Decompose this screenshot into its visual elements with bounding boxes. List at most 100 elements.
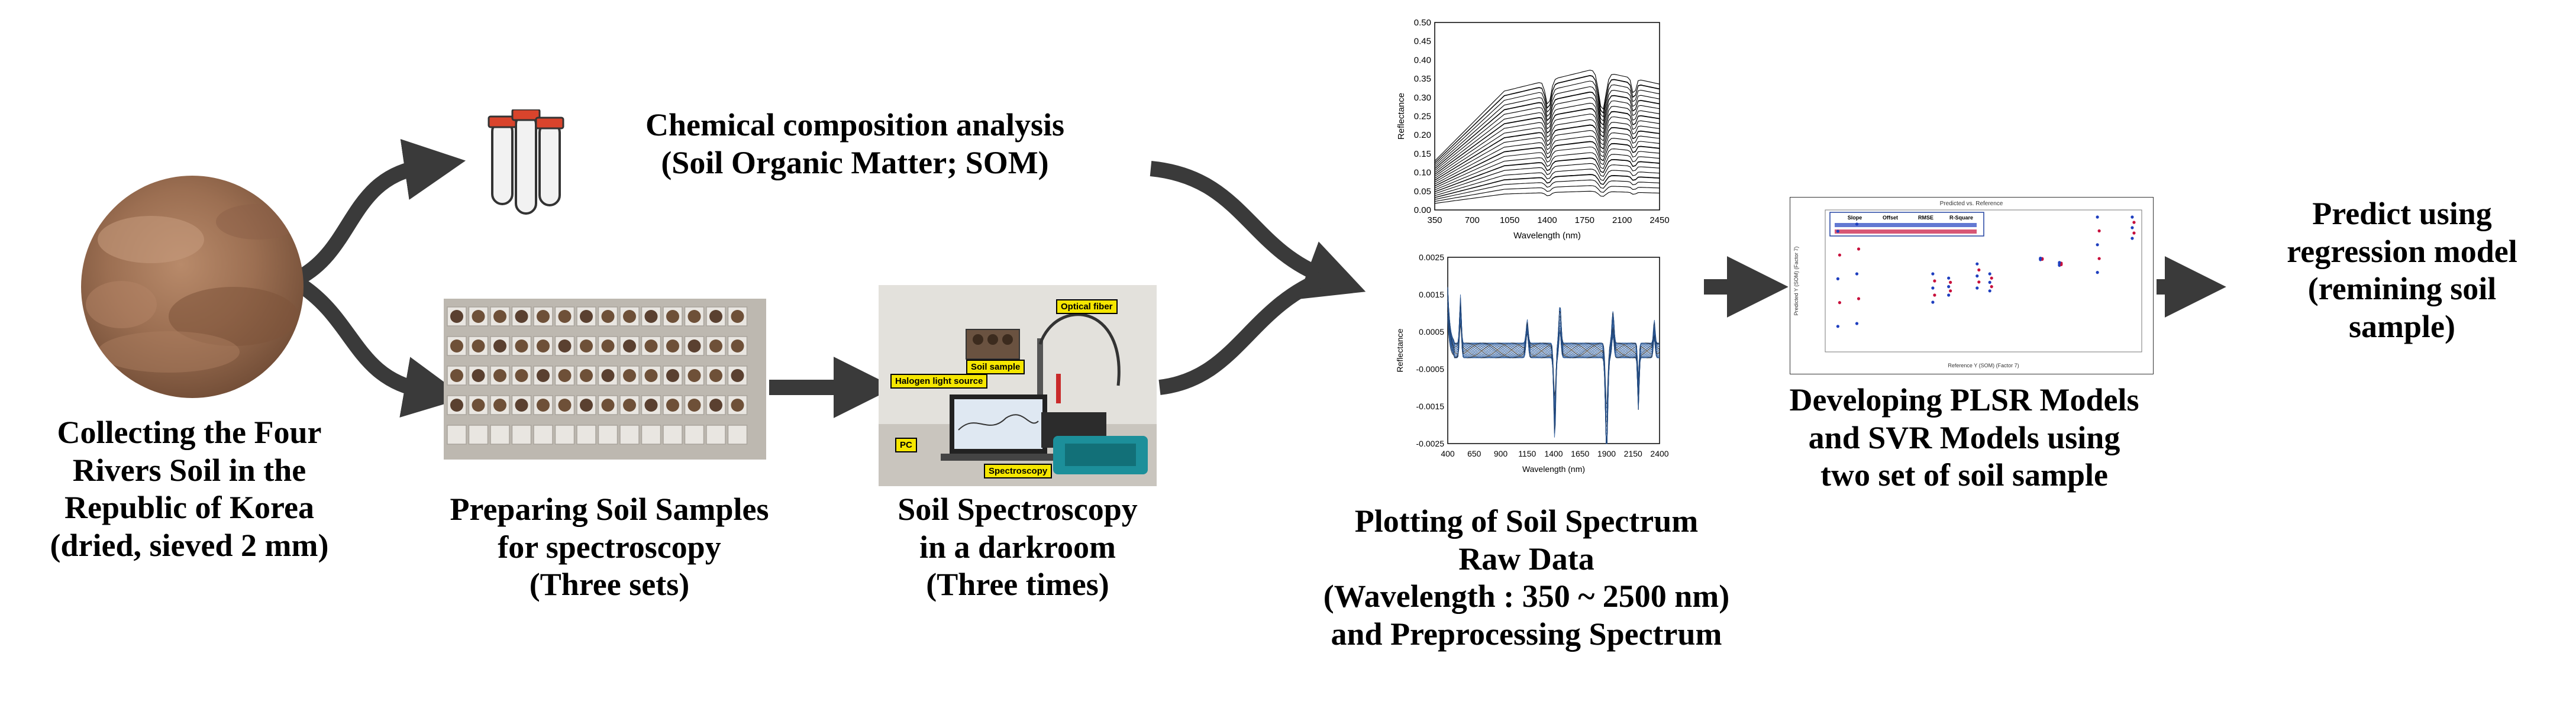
raw-spectrum-line	[1434, 174, 1660, 198]
soil-sample-well	[515, 310, 528, 323]
legend-header: Slope	[1848, 215, 1862, 221]
scatter-point	[1975, 286, 1979, 290]
soil-sample-well	[537, 310, 550, 323]
scatter-point	[2096, 271, 2099, 274]
y-tick-label: 0.05	[1414, 186, 1431, 196]
preprocessed-spectrum-line	[1447, 291, 1660, 442]
y-tick-label: -0.0005	[1416, 364, 1445, 374]
y-tick-label: 0.0025	[1419, 253, 1444, 262]
raw-spectrum-line	[1434, 157, 1660, 192]
soil-sample-well	[687, 369, 701, 382]
tray-well	[684, 425, 705, 445]
legend-header: Offset	[1883, 215, 1898, 221]
soil-sample-well	[472, 369, 485, 382]
x-tick-label: 1150	[1518, 449, 1536, 458]
chart-title: Predicted vs. Reference	[1940, 200, 2003, 207]
preprocessed-spectrum-line	[1447, 288, 1660, 444]
x-tick-label: 2150	[1624, 449, 1642, 458]
scatter-point	[1949, 280, 1952, 284]
tray-well	[663, 425, 683, 445]
soil-sample-well	[666, 369, 679, 382]
legend-row-cal	[1835, 223, 1977, 227]
scatter-point	[1947, 285, 1951, 289]
raw-spectrum-line	[1434, 146, 1660, 189]
tray-well	[727, 425, 748, 445]
raw-spectrum-line	[1434, 97, 1660, 171]
scatter-point	[1990, 276, 1993, 280]
x-axis-label: Reference Y (SOM) (Factor 7)	[1948, 363, 2019, 368]
soil-sample-well	[731, 339, 744, 353]
soil-sample-well	[623, 369, 636, 382]
scatter-point	[1855, 272, 1859, 276]
scatter-point	[2097, 257, 2101, 260]
arrow-to-chemical	[295, 139, 466, 285]
scatter-point	[1838, 253, 1841, 257]
step-collect-label: Collecting the Four Rivers Soil in the R…	[50, 415, 329, 564]
soil-sample-well	[558, 399, 572, 412]
raw-spectrum-line	[1434, 185, 1660, 202]
x-tick-label: 1400	[1537, 215, 1557, 225]
scatter-point	[1977, 280, 1981, 284]
soil-sample-well	[558, 339, 572, 353]
scatter-point	[1975, 274, 1979, 278]
preprocessed-spectrum-line	[1447, 288, 1660, 444]
soil-sample-well	[709, 369, 722, 382]
x-tick-label: 700	[1465, 215, 1480, 225]
raw-spectrum-line	[1434, 75, 1660, 163]
y-tick-label: -0.0025	[1416, 439, 1445, 448]
preprocessed-spectrum-line	[1447, 289, 1660, 444]
soil-sample-well	[450, 310, 463, 323]
raw-spectrum-line	[1434, 125, 1660, 181]
soil-sample-well	[515, 369, 528, 382]
soil-sample-well	[687, 399, 701, 412]
soil-sample-well	[580, 339, 593, 353]
scatter-point	[1990, 285, 1993, 289]
scatter-point	[2132, 231, 2136, 235]
preprocessed-spectrum-line	[1447, 289, 1660, 444]
scatter-point	[1836, 277, 1839, 280]
scatter-point	[1857, 247, 1861, 251]
raw-spectrum-line	[1434, 108, 1660, 175]
scatter-point	[2130, 226, 2134, 229]
x-tick-label: 650	[1467, 449, 1481, 458]
raw-spectrum-line	[1434, 86, 1660, 167]
raw-spectrum-line	[1434, 152, 1660, 190]
step-spectroscopy-label: Soil Spectroscopy in a darkroom (Three t…	[898, 491, 1138, 603]
soil-sample-well	[731, 399, 744, 412]
y-tick-label: 0.15	[1414, 149, 1431, 159]
soil-sample-well	[666, 310, 679, 323]
scatter-point	[1855, 222, 1859, 226]
soil-photo	[81, 176, 304, 398]
scatter-point	[2132, 221, 2136, 224]
scatter-point	[1931, 272, 1935, 276]
soil-sample-well	[537, 399, 550, 412]
tray-well	[490, 425, 510, 445]
tray-well	[554, 425, 575, 445]
step-models-label: Developing PLSR Models and SVR Models us…	[1789, 382, 2139, 493]
legend-row-val	[1835, 229, 1977, 234]
x-tick-label: 350	[1427, 215, 1442, 225]
raw-spectrum-line	[1434, 163, 1660, 195]
step-predict-label: Predict using regression model (remining…	[2287, 196, 2517, 345]
scatter-point	[1931, 286, 1935, 290]
legend-header: RMSE	[1918, 215, 1933, 221]
soil-sample-well	[558, 369, 572, 382]
soil-sample-well	[644, 310, 658, 323]
soil-sample-well	[601, 339, 615, 353]
x-tick-label: 1900	[1597, 449, 1616, 458]
step-prepare-label: Preparing Soil Samples for spectroscopy …	[450, 491, 769, 603]
soil-sample-well	[450, 369, 463, 382]
scatter-point	[1988, 280, 1991, 284]
tray-well	[468, 425, 489, 445]
soil-sample-well	[601, 369, 615, 382]
arrow-spectroscopy-to-plot	[1158, 270, 1328, 395]
x-tick-label: 2450	[1649, 215, 1669, 225]
tray-well	[598, 425, 618, 445]
x-tick-label: 1400	[1544, 449, 1563, 458]
scatter-point	[1933, 279, 1936, 283]
x-tick-label: 2400	[1650, 449, 1668, 458]
x-tick-label: 900	[1494, 449, 1508, 458]
scatter-point	[2097, 229, 2101, 232]
